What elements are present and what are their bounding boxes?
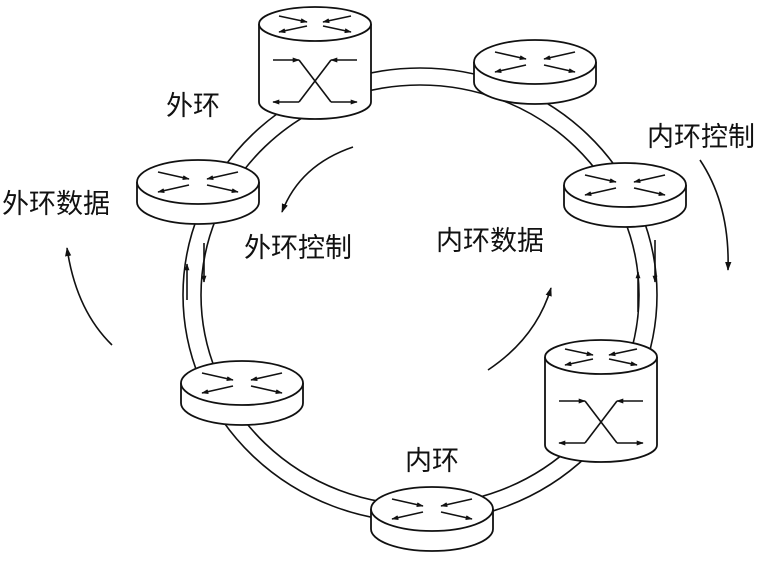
outer-control-label: 外环控制 [244,233,352,264]
outer-ring-label: 外环 [166,91,220,122]
node-top-right [473,39,597,105]
arrows-icon [494,51,576,74]
node-left [136,159,260,225]
inner-control-label: 内环控制 [647,122,755,153]
crossbar-icon [558,398,644,446]
ring-direction-arrows [184,240,658,312]
inner-data-label: 内环数据 [436,226,544,257]
node-top [258,6,372,120]
arrows-icon [278,15,352,34]
arrows-icon [157,171,239,194]
outer-data-label: 外环数据 [2,189,110,220]
arrows-icon [391,498,473,521]
flow-arrows [65,146,732,371]
crossbar-icon [272,57,358,105]
arrows-icon [201,372,283,395]
node-bottom-left [180,360,304,426]
inner-control-arrow [699,159,732,271]
node-right [563,162,687,228]
outer-control-arrow [281,146,354,213]
arrows-icon [584,174,666,197]
outer-data-arrow [65,247,113,346]
inner-ring-label: 内环 [405,446,459,477]
node-bottom-right [544,339,658,463]
inner-data-arrow [487,287,552,371]
node-bottom [370,486,494,552]
arrows-icon [564,348,638,367]
